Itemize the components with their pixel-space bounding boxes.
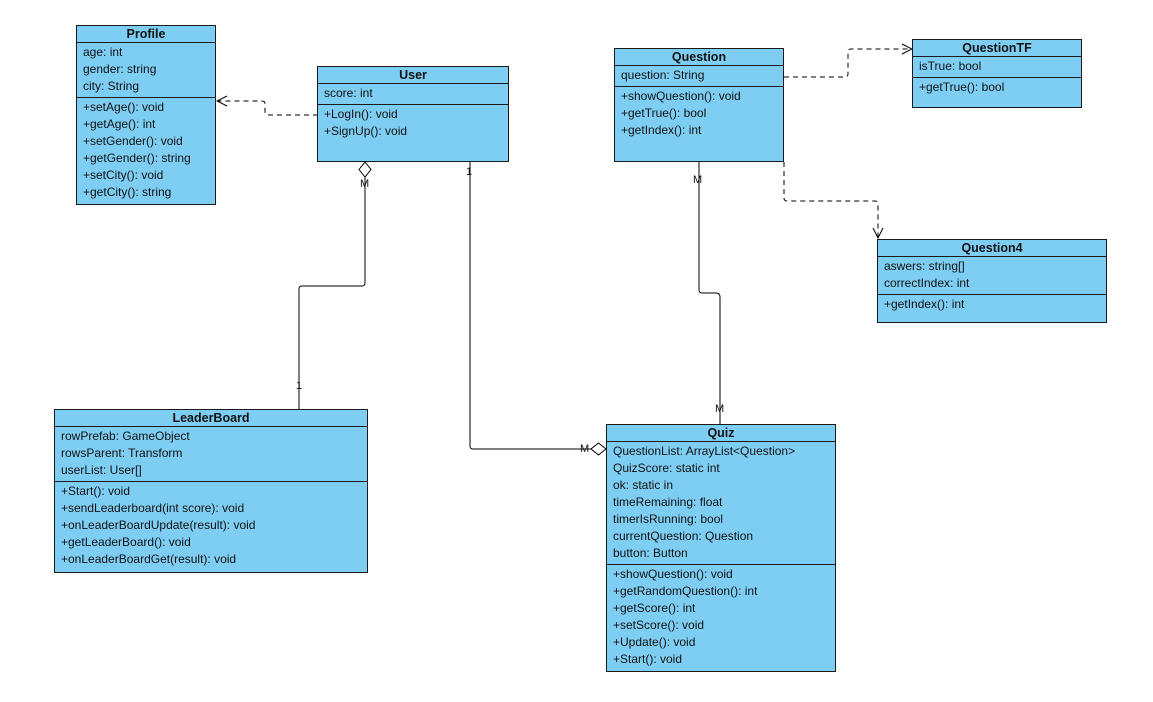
attribute: timerIsRunning: bool bbox=[613, 512, 724, 526]
attribute: QuestionList: ArrayList<Question> bbox=[613, 444, 796, 458]
multiplicity-user-leaderboard-bottom: 1 bbox=[296, 380, 303, 392]
multiplicity-user-quiz-top: 1 bbox=[466, 166, 473, 178]
method: +getTrue(): bool bbox=[621, 106, 707, 120]
class-attributes: QuestionList: ArrayList<Question> QuizSc… bbox=[607, 442, 835, 564]
aggregation-user-leaderboard bbox=[298, 177, 366, 410]
method: +getCity(): string bbox=[83, 185, 172, 199]
dependency-question-question4 bbox=[783, 162, 878, 238]
method: +setScore(): void bbox=[613, 618, 705, 632]
method: +getScore(): int bbox=[613, 601, 696, 615]
dependency-user-profile bbox=[217, 101, 318, 116]
aggregation-diamond-user bbox=[358, 161, 372, 178]
dependency-question-questiontf bbox=[784, 49, 912, 78]
method: +getGender(): string bbox=[83, 151, 191, 165]
method: +showQuestion(): void bbox=[613, 567, 733, 581]
class-name: Question bbox=[615, 49, 783, 66]
class-name: User bbox=[318, 67, 508, 84]
method: +getRandomQuestion(): int bbox=[613, 584, 758, 598]
class-attributes: rowPrefab: GameObject rowsParent: Transf… bbox=[55, 427, 367, 481]
class-question: Question question: String +showQuestion(… bbox=[614, 48, 784, 162]
method: +setAge(): void bbox=[83, 100, 165, 114]
class-methods: +showQuestion(): void +getRandomQuestion… bbox=[607, 564, 835, 670]
method: +getIndex(): int bbox=[884, 297, 965, 311]
method: +getLeaderBoard(): void bbox=[61, 535, 191, 549]
attribute: userList: User[] bbox=[61, 463, 142, 477]
multiplicity-user-quiz-end: M bbox=[580, 443, 590, 455]
class-attributes: question: String bbox=[615, 66, 783, 86]
class-methods: +showQuestion(): void +getTrue(): bool +… bbox=[615, 86, 783, 141]
aggregation-diamond-quiz bbox=[590, 442, 607, 456]
class-question4: Question4 aswers: string[] correctIndex:… bbox=[877, 239, 1107, 323]
method: +Start(): void bbox=[613, 652, 683, 666]
attribute: gender: string bbox=[83, 62, 157, 76]
method: +Start(): void bbox=[61, 484, 131, 498]
method: +onLeaderBoardGet(result): void bbox=[61, 552, 237, 566]
attribute: rowPrefab: GameObject bbox=[61, 429, 190, 443]
method: +LogIn(): void bbox=[324, 107, 398, 121]
method: +showQuestion(): void bbox=[621, 89, 741, 103]
class-user: User score: int +LogIn(): void +SignUp()… bbox=[317, 66, 509, 162]
attribute: ok: static in bbox=[613, 478, 674, 492]
method: +setGender(): void bbox=[83, 134, 183, 148]
class-methods: +Start(): void +sendLeaderboard(int scor… bbox=[55, 481, 367, 570]
method: +onLeaderBoardUpdate(result): void bbox=[61, 518, 256, 532]
class-attributes: isTrue: bool bbox=[913, 57, 1081, 77]
attribute: city: String bbox=[83, 79, 140, 93]
attribute: currentQuestion: Question bbox=[613, 529, 754, 543]
method: +getTrue(): bool bbox=[919, 80, 1005, 94]
attribute: aswers: string[] bbox=[884, 259, 965, 273]
class-name: Profile bbox=[77, 26, 215, 43]
method: +Update(): void bbox=[613, 635, 696, 649]
attribute: correctIndex: int bbox=[884, 276, 970, 290]
multiplicity-question-quiz-bottom: M bbox=[715, 403, 725, 415]
class-methods: +getTrue(): bool bbox=[913, 77, 1081, 98]
class-attributes: aswers: string[] correctIndex: int bbox=[878, 257, 1106, 294]
class-methods: +setAge(): void +getAge(): int +setGende… bbox=[77, 97, 215, 203]
class-profile: Profile age: int gender: string city: St… bbox=[76, 25, 216, 205]
class-methods: +LogIn(): void +SignUp(): void bbox=[318, 104, 508, 142]
method: +getIndex(): int bbox=[621, 123, 702, 137]
multiplicity-user-leaderboard-top: M bbox=[360, 178, 370, 190]
class-questiontf: QuestionTF isTrue: bool +getTrue(): bool bbox=[912, 39, 1082, 108]
class-name: QuestionTF bbox=[913, 40, 1081, 57]
class-methods: +getIndex(): int bbox=[878, 294, 1106, 315]
class-name: Quiz bbox=[607, 425, 835, 442]
association-question-quiz bbox=[698, 162, 721, 425]
class-attributes: age: int gender: string city: String bbox=[77, 43, 215, 97]
attribute: QuizScore: static int bbox=[613, 461, 720, 475]
method: +sendLeaderboard(int score): void bbox=[61, 501, 245, 515]
class-name: Question4 bbox=[878, 240, 1106, 257]
attribute: score: int bbox=[324, 86, 373, 100]
class-leaderboard: LeaderBoard rowPrefab: GameObject rowsPa… bbox=[54, 409, 368, 573]
method: +setCity(): void bbox=[83, 168, 164, 182]
method: +SignUp(): void bbox=[324, 124, 408, 138]
attribute: question: String bbox=[621, 68, 705, 82]
attribute: rowsParent: Transform bbox=[61, 446, 183, 460]
attribute: isTrue: bool bbox=[919, 59, 982, 73]
multiplicity-question-quiz-top: M bbox=[693, 174, 703, 186]
attribute: timeRemaining: float bbox=[613, 495, 723, 509]
aggregation-user-quiz bbox=[469, 162, 591, 450]
class-quiz: Quiz QuestionList: ArrayList<Question> Q… bbox=[606, 424, 836, 672]
attribute: age: int bbox=[83, 45, 123, 59]
class-name: LeaderBoard bbox=[55, 410, 367, 427]
method: +getAge(): int bbox=[83, 117, 156, 131]
class-attributes: score: int bbox=[318, 84, 508, 104]
attribute: button: Button bbox=[613, 546, 688, 560]
